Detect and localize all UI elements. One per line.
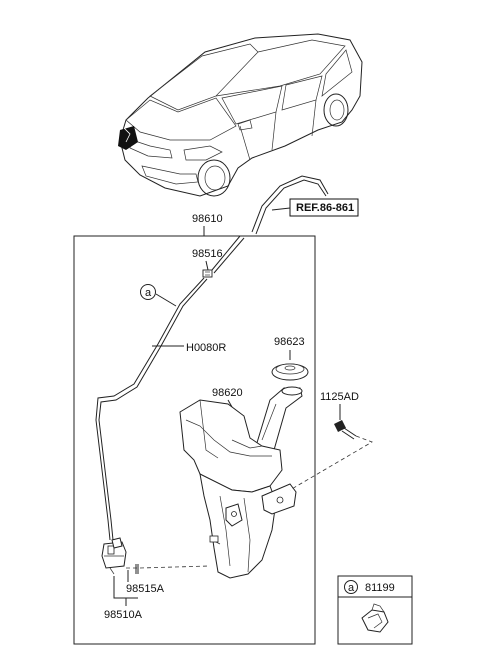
callout-marker-label: a	[145, 287, 152, 299]
bolt-label: 1125AD	[320, 391, 359, 403]
callout-legend: a 81199	[337, 575, 413, 645]
nozzle-connector-icon	[202, 269, 213, 278]
hose-clip-icon	[361, 603, 389, 633]
filler-cap-icon	[271, 363, 309, 381]
legend-marker-label: a	[348, 582, 355, 594]
washer-pump-icon	[101, 537, 127, 575]
bolt-icon	[334, 420, 357, 440]
washer-reservoir-icon	[179, 386, 303, 579]
clip-part-label: 81199	[365, 582, 395, 594]
pump-motor-label: 98510A	[104, 609, 143, 621]
assembly-frame	[73, 235, 316, 645]
car-illustration-icon	[118, 33, 363, 197]
motor-seal-label: 98515A	[126, 583, 165, 595]
reference-label: REF.86-861	[296, 202, 354, 214]
assembly-label: 98610	[192, 213, 223, 225]
callout-marker	[140, 284, 156, 300]
hose-label: H0080R	[186, 342, 226, 354]
reference-box[interactable]	[289, 198, 359, 217]
nozzle-connector-label: 98516	[192, 248, 223, 260]
cap-label: 98623	[274, 336, 305, 348]
reservoir-label: 98620	[212, 387, 243, 399]
washer-hose	[95, 277, 208, 541]
